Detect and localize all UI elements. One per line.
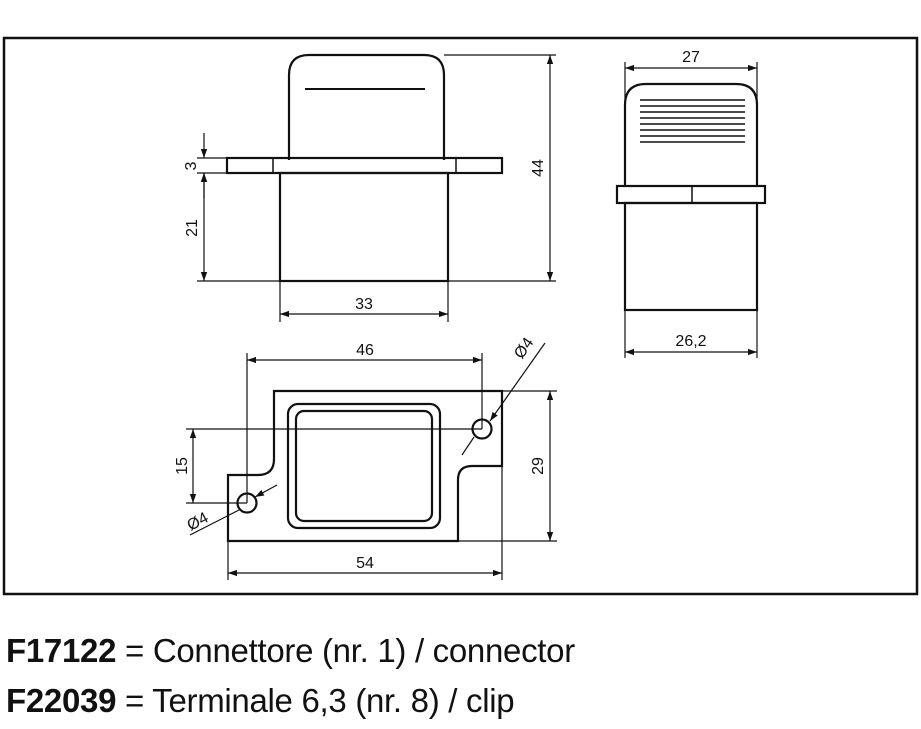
side-flange xyxy=(615,184,767,205)
legend-separator: = xyxy=(116,632,153,669)
legend-code: F17122 xyxy=(6,632,117,669)
legend-text: Terminale 6,3 (nr. 8) / clip xyxy=(152,682,515,719)
legend-line-clip: F22039 = Terminale 6,3 (nr. 8) / clip xyxy=(6,682,515,720)
dim-front-lower-height: 21 xyxy=(184,219,201,237)
dim-top-hole-spacing: 46 xyxy=(356,342,374,359)
top-view xyxy=(226,389,504,543)
front-view xyxy=(225,53,504,283)
legend-text: Connettore (nr. 1) / connector xyxy=(152,632,575,669)
top-inner-frame xyxy=(294,409,434,523)
front-view-dimensions xyxy=(197,54,556,322)
dim-top-height: 29 xyxy=(530,457,547,475)
side-cap-ribs xyxy=(640,99,745,143)
front-flange xyxy=(225,156,504,175)
side-lower-body xyxy=(623,201,759,312)
side-view xyxy=(615,82,767,312)
dim-front-total-height: 44 xyxy=(530,159,547,177)
dim-top-hole-offset: 15 xyxy=(174,457,191,475)
dim-side-bottom-width: 26,2 xyxy=(675,333,706,350)
drawing-frame xyxy=(2,36,919,596)
dim-top-total-width: 54 xyxy=(356,555,374,572)
dim-front-lower-width: 33 xyxy=(355,296,373,313)
top-view-dimensions xyxy=(186,342,557,580)
dim-side-top-width: 27 xyxy=(682,49,700,66)
dim-top-hole-diameter-left: Ø4 xyxy=(184,509,211,534)
side-cap xyxy=(623,82,759,186)
front-cap xyxy=(287,53,446,160)
top-outline xyxy=(226,389,504,543)
front-lower-body xyxy=(278,171,450,283)
side-view-dimensions xyxy=(624,62,758,358)
dim-top-hole-diameter-right: Ø4 xyxy=(511,335,537,362)
technical-drawing: 3 21 44 33 27 26,2 xyxy=(2,36,919,596)
legend-line-connector: F17122 = Connettore (nr. 1) / connector xyxy=(6,632,575,670)
legend-separator: = xyxy=(116,682,153,719)
legend-code: F22039 xyxy=(6,682,117,719)
top-outer-frame xyxy=(286,402,442,530)
dim-front-flange-thickness: 3 xyxy=(183,161,200,170)
